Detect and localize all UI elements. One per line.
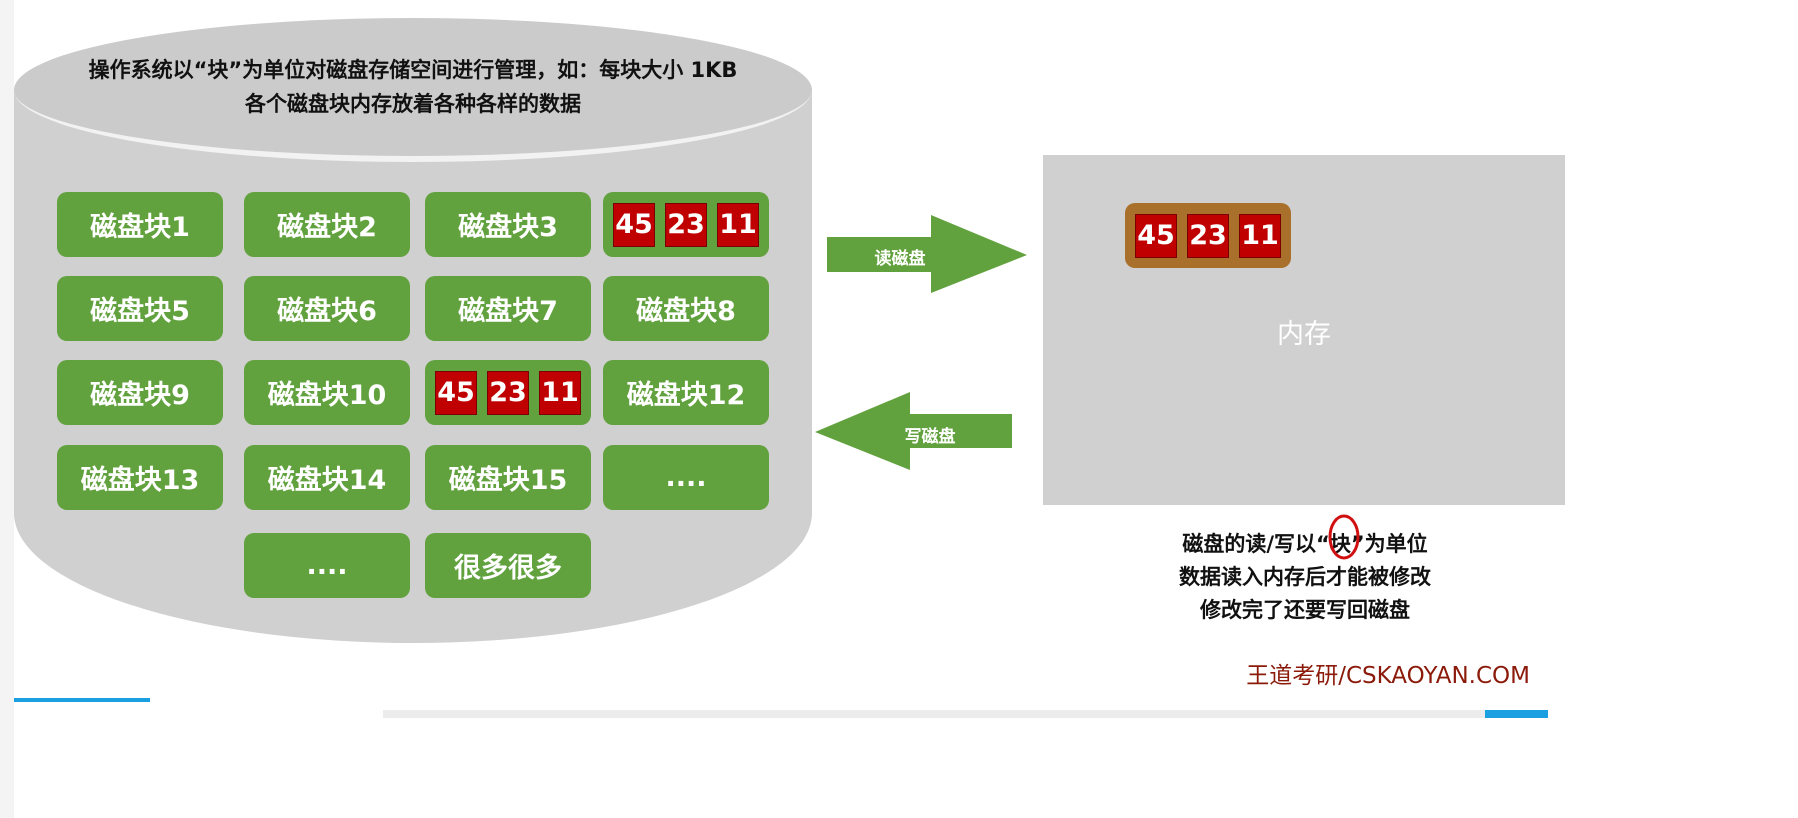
data-cell: 23 bbox=[665, 202, 707, 247]
red-circle-annotation-icon bbox=[1328, 514, 1360, 560]
watermark: 王道考研/CSKAOYAN.COM bbox=[1246, 663, 1530, 689]
note-line: 磁盘的读/写以“块”为单位 bbox=[1182, 532, 1428, 556]
read-arrow-label: 读磁盘 bbox=[874, 249, 926, 269]
memory-data-block: 45 23 11 bbox=[1125, 203, 1291, 268]
data-cell: 23 bbox=[1187, 213, 1229, 258]
note-line: 修改完了还要写回磁盘 bbox=[1200, 598, 1410, 622]
disk-block: 磁盘块2 bbox=[244, 192, 410, 257]
bottom-bar bbox=[383, 710, 1485, 718]
disk-block: 磁盘块3 bbox=[425, 192, 591, 257]
disk-block: 磁盘块1 bbox=[57, 192, 223, 257]
data-cell: 45 bbox=[435, 370, 477, 415]
data-cell: 11 bbox=[539, 370, 581, 415]
bottom-bar-button[interactable] bbox=[1485, 710, 1548, 718]
note-line: 数据读入内存后才能被修改 bbox=[1179, 565, 1431, 589]
disk-block: 磁盘块8 bbox=[603, 276, 769, 341]
notes: 磁盘的读/写以“块”为单位 数据读入内存后才能被修改 修改完了还要写回磁盘 bbox=[1105, 528, 1505, 627]
disk-description-line1: 操作系统以“块”为单位对磁盘存储空间进行管理，如：每块大小 1KB bbox=[88, 58, 738, 82]
data-cell: 45 bbox=[1135, 213, 1177, 258]
left-edge bbox=[0, 0, 14, 818]
disk-block: 磁盘块14 bbox=[244, 445, 410, 510]
disk-block: 磁盘块6 bbox=[244, 276, 410, 341]
disk-cylinder-top: 操作系统以“块”为单位对磁盘存储空间进行管理，如：每块大小 1KB 各个磁盘块内… bbox=[14, 18, 812, 162]
data-cell: 11 bbox=[717, 202, 759, 247]
data-cell: 23 bbox=[487, 370, 529, 415]
progress-indicator bbox=[14, 698, 150, 702]
disk-block: .... bbox=[244, 533, 410, 598]
disk-block: 磁盘块5 bbox=[57, 276, 223, 341]
disk-block: 磁盘块10 bbox=[244, 360, 410, 425]
disk-block: 磁盘块13 bbox=[57, 445, 223, 510]
disk-description-line2: 各个磁盘块内存放着各种各样的数据 bbox=[245, 92, 581, 116]
disk-block: 磁盘块12 bbox=[603, 360, 769, 425]
disk-block: 磁盘块7 bbox=[425, 276, 591, 341]
write-arrow-icon bbox=[815, 392, 1012, 470]
data-cell: 45 bbox=[613, 202, 655, 247]
data-cell: 11 bbox=[1239, 213, 1281, 258]
disk-block: 很多很多 bbox=[425, 533, 591, 598]
disk-block: 磁盘块9 bbox=[57, 360, 223, 425]
write-arrow-label: 写磁盘 bbox=[904, 427, 956, 447]
disk-block: .... bbox=[603, 445, 769, 510]
memory-label: 内存 bbox=[1277, 319, 1331, 350]
disk-block: 磁盘块15 bbox=[425, 445, 591, 510]
read-arrow-icon bbox=[827, 215, 1027, 293]
